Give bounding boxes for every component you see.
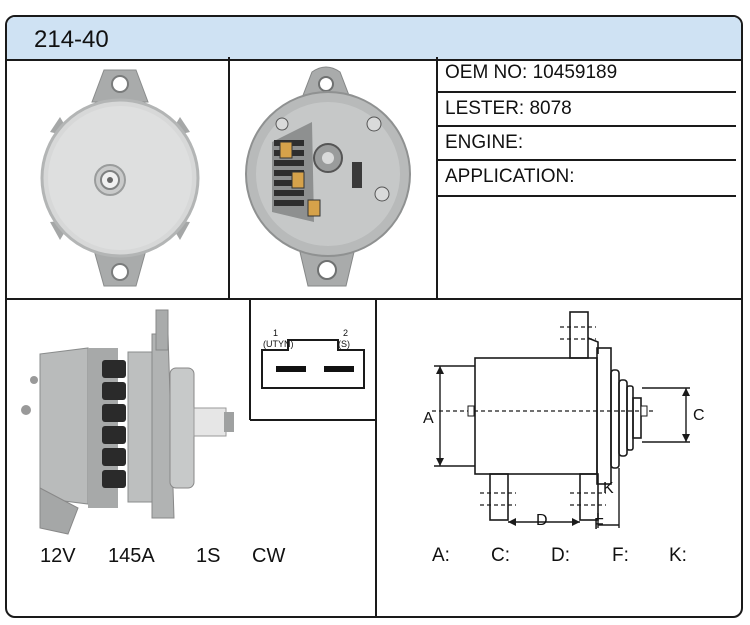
application-label: APPLICATION: — [445, 166, 575, 187]
voltage-spec: 12V — [40, 545, 76, 567]
dim-label-c: C — [693, 407, 705, 424]
pin2-number: 2 — [343, 328, 349, 338]
dim-label-f: F — [594, 516, 604, 533]
alternator-side-photo — [21, 309, 234, 535]
dim-c-value: C: — [491, 545, 510, 566]
engine-row: ENGINE: — [436, 127, 736, 161]
divider-v-top-1 — [228, 57, 230, 300]
dim-d-value: D: — [551, 545, 570, 566]
dim-label-k: K — [603, 480, 614, 497]
lester-row: LESTER: 8078 — [436, 93, 736, 127]
engine-label: ENGINE: — [445, 132, 524, 153]
oem-number: OEM NO: 10459189 — [445, 62, 618, 83]
divider-v-bottom — [375, 298, 377, 618]
pin1-number: 1 — [273, 328, 279, 338]
dim-label-d: D — [536, 512, 548, 529]
pulley-spec: 1S — [196, 545, 221, 567]
divider-v-top-2 — [436, 57, 438, 300]
pin2-name: (S) — [338, 339, 350, 349]
header-bar: 214-40 — [7, 17, 741, 61]
rotation-spec: CW — [252, 545, 286, 567]
amperage-spec: 145A — [108, 545, 155, 567]
application-row: APPLICATION: — [436, 161, 736, 197]
connector-diagram — [249, 298, 376, 421]
alternator-rear-photo — [245, 66, 411, 287]
dimension-drawing — [432, 311, 690, 528]
pin1-name: (UTYN) — [263, 339, 294, 349]
dim-k-value: K: — [669, 545, 687, 566]
oem-row: OEM NO: 10459189 — [436, 57, 736, 93]
dim-f-value: F: — [612, 545, 629, 566]
lester-number: LESTER: 8078 — [445, 98, 572, 119]
divider-h-mid — [5, 298, 743, 300]
dim-a-value: A: — [432, 545, 450, 566]
dim-label-a: A — [423, 410, 434, 427]
alternator-front-photo — [40, 69, 200, 287]
part-number-title: 214-40 — [34, 26, 109, 53]
